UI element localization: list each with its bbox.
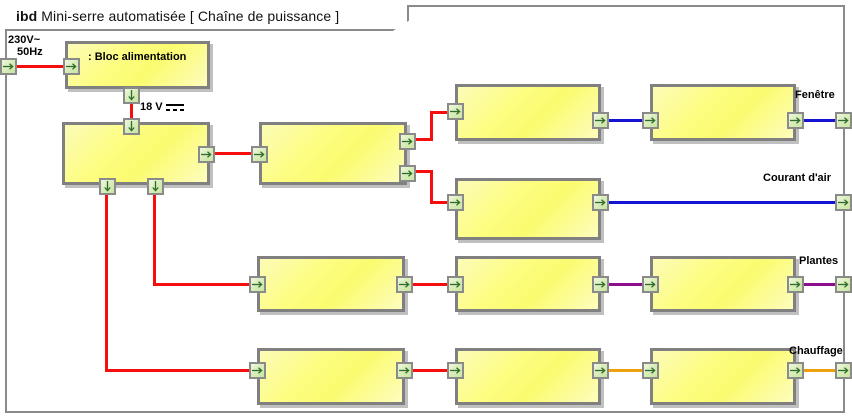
port-distributeur-in[interactable] [123,118,140,135]
block-bloc-alimentation[interactable] [65,41,210,89]
port-row3-stage1-in[interactable] [249,276,266,293]
port-row3-stage1-out[interactable] [396,276,413,293]
block-row4-stage1[interactable] [257,348,405,405]
wire-mid-bottom-h1 [415,170,433,173]
output-label-chauffage: Chauffage [789,345,843,357]
dc-voltage-value: 18 V [140,101,163,113]
port-row3-stage3-in[interactable] [642,276,659,293]
block-row3-stage3[interactable] [650,256,796,312]
port-row3-stage2-in[interactable] [447,276,464,293]
port-row4-stage1-in[interactable] [249,362,266,379]
port-row3-stage3-out[interactable] [787,276,804,293]
port-mains-input[interactable] [0,58,17,75]
port-distributeur-out-bottom-right[interactable] [147,178,164,195]
port-mid-out-bottom[interactable] [399,165,416,182]
wire-mains-to-psu [16,65,66,68]
wire-row3-stage1-to-stage2 [412,283,452,286]
wire-row4-stage2-to-stage3 [608,369,646,372]
port-row4-stage3-out[interactable] [787,362,804,379]
block-row4-stage3[interactable] [650,348,796,405]
output-label-courant-dair: Courant d'air [763,172,832,184]
port-row1-stage2-out[interactable] [787,112,804,129]
output-label-fenetre: Fenêtre [795,89,835,101]
block-row1-stage2[interactable] [650,84,796,141]
output-label-plantes: Plantes [799,255,839,267]
dc-symbol-icon [165,102,184,112]
port-row2-stage1-out[interactable] [592,194,609,211]
block-row1-stage1[interactable] [455,84,601,141]
port-distributeur-out-bottom-left[interactable] [99,178,116,195]
block-row3-stage2[interactable] [455,256,601,312]
port-row4-stage2-in[interactable] [447,362,464,379]
diagram-title-label: Mini-serre automatisée [ Chaîne de puiss… [41,8,340,24]
wire-mid-bottom-h2 [430,201,456,204]
block-row4-stage2[interactable] [455,348,601,405]
wire-row1-out [803,119,838,122]
port-output-plantes[interactable] [835,276,852,293]
port-row1-stage2-in[interactable] [642,112,659,129]
mains-voltage-label: 230V~ 50Hz [8,34,43,58]
wire-row4-out [803,369,838,372]
port-distributeur-out-right[interactable] [198,146,215,163]
wire-row4-stage1-to-stage2 [412,369,452,372]
port-output-fenetre[interactable] [835,112,852,129]
wire-mid-top-v [430,111,433,141]
wire-row3-h [153,283,258,286]
dc-voltage-label: 18 V [140,101,184,113]
port-psu-ac-in[interactable] [63,58,80,75]
block-row3-stage1[interactable] [257,256,405,312]
wire-row3-stage2-to-stage3 [608,283,646,286]
port-mid-in[interactable] [251,146,268,163]
wire-row3-v [153,194,156,285]
port-row1-stage1-in[interactable] [447,103,464,120]
port-output-courant-dair[interactable] [835,194,852,211]
port-row4-stage2-out[interactable] [592,362,609,379]
block-mid-distribution[interactable] [259,122,407,185]
port-output-chauffage[interactable] [835,362,852,379]
wire-mid-bottom-v [430,170,433,204]
port-row2-stage1-in[interactable] [447,194,464,211]
mains-voltage-line1: 230V~ [8,34,41,46]
port-psu-dc-out[interactable] [123,87,140,104]
wire-row4-v [105,194,108,371]
page-title: ibd Mini-serre automatisée [ Chaîne de p… [16,8,339,24]
port-row1-stage1-out[interactable] [592,112,609,129]
wire-row3-out [803,283,838,286]
wire-row2-out [608,201,838,204]
wire-row4-h [105,369,258,372]
port-row4-stage1-out[interactable] [396,362,413,379]
wire-mid-top-h2 [430,111,456,114]
mains-voltage-line2: 50Hz [17,46,43,58]
wire-mid-top-h1 [415,138,433,141]
block-bloc-alimentation-label: : Bloc alimentation [88,51,187,63]
port-mid-out-top[interactable] [399,133,416,150]
port-row3-stage2-out[interactable] [592,276,609,293]
port-row4-stage3-in[interactable] [642,362,659,379]
diagram-kind-label: ibd [16,8,38,24]
wire-row1-stage1-to-stage2 [608,119,646,122]
diagram-title-tab [5,5,409,31]
block-row2-stage1[interactable] [455,178,601,240]
wire-psu-to-distributor [130,103,133,119]
wire-distributeur-to-mid [214,152,262,155]
